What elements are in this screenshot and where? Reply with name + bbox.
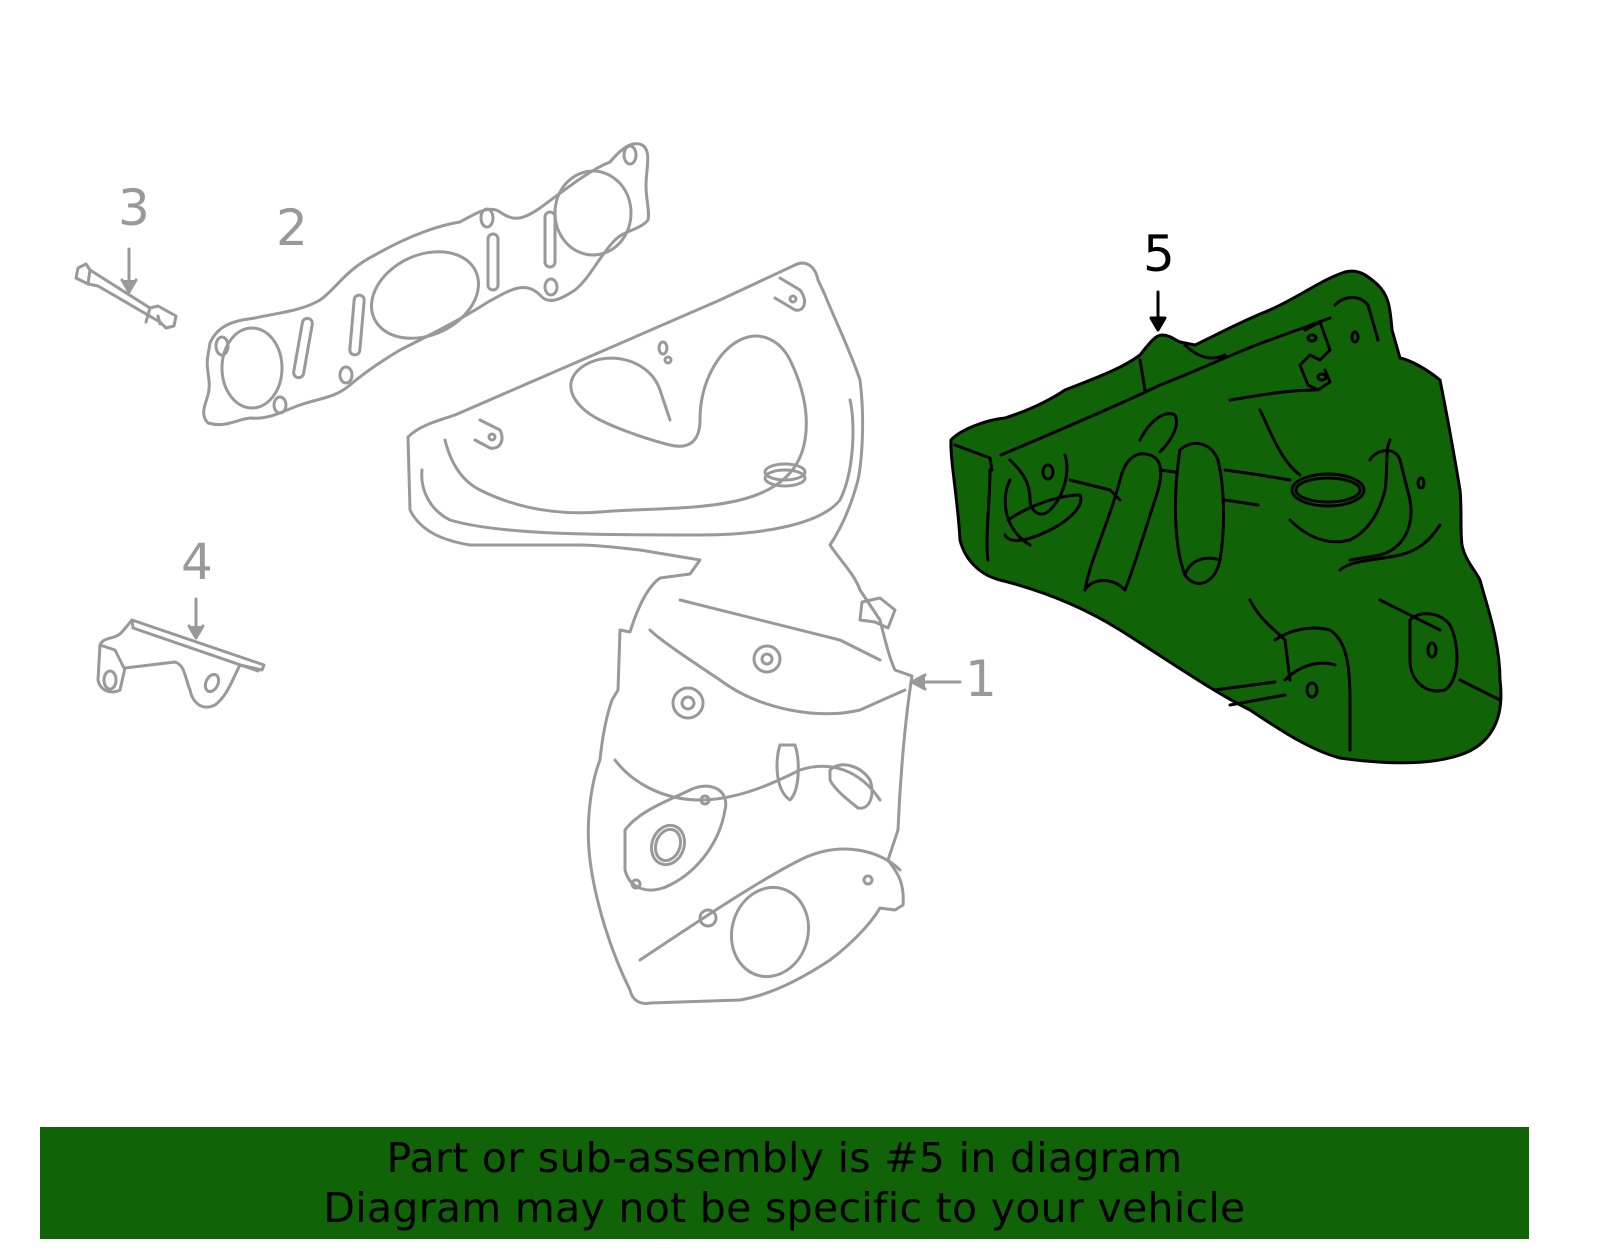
callout-5[interactable]: 5 (1143, 225, 1175, 283)
callout-3[interactable]: 3 (118, 179, 150, 237)
callout-4[interactable]: 4 (181, 533, 213, 591)
part-2-gasket[interactable] (202, 142, 651, 427)
callout-2[interactable]: 2 (276, 199, 308, 257)
part-3-stud[interactable] (74, 247, 178, 330)
banner-line-disclaimer: Diagram may not be specific to your vehi… (323, 1184, 1246, 1232)
part-1-manifold[interactable] (406, 261, 962, 1005)
part-5-heat-shield[interactable] (949, 269, 1503, 765)
callout-1[interactable]: 1 (965, 650, 997, 708)
part-4-bracket[interactable] (96, 597, 266, 709)
banner-line-part: Part or sub-assembly is #5 in diagram (386, 1134, 1183, 1182)
info-banner: Part or sub-assembly is #5 in diagram Di… (40, 1127, 1529, 1239)
